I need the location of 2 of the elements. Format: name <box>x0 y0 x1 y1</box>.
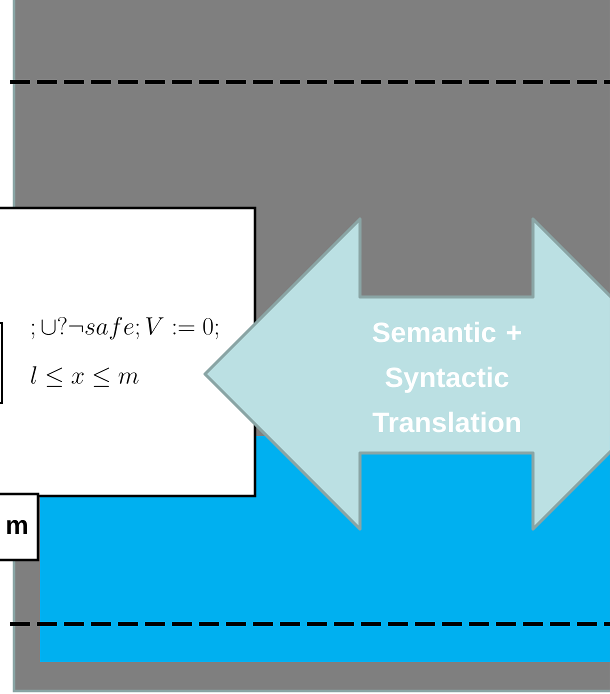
formula-box: $;\cup ?\neg safe; V := 0;$ $l \le x \le m$ <box>0 206 256 498</box>
label-box: m <box>0 492 40 562</box>
